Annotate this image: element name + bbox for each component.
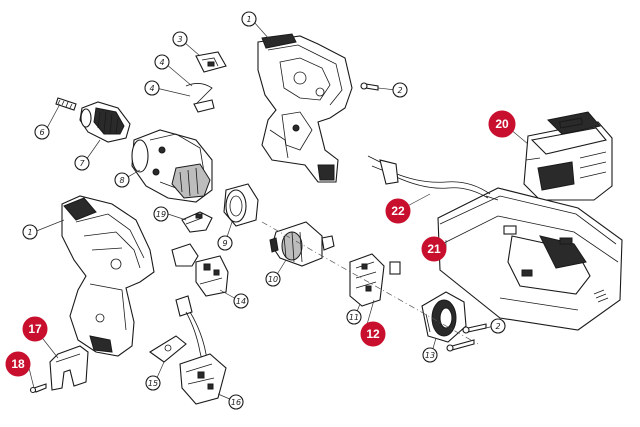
- callout-label: 13: [425, 351, 435, 360]
- callout-11: 11: [346, 309, 362, 325]
- belt-clip: [49, 345, 89, 391]
- callout-label: 1: [246, 15, 251, 24]
- housing-half-left: [61, 195, 155, 357]
- assembly-axis: [261, 221, 479, 345]
- callout-4: 4: [154, 54, 170, 70]
- screw-top: [360, 82, 379, 91]
- callout-7: 7: [74, 155, 90, 171]
- callout-3: 3: [172, 31, 188, 47]
- badge-label: 20: [495, 117, 509, 131]
- callout-1-top: 1: [241, 11, 257, 27]
- callout-label: 8: [119, 176, 124, 185]
- badge-label: 22: [391, 204, 405, 218]
- callout-circle: [392, 82, 408, 98]
- callout-circle: [217, 235, 233, 251]
- callout-circle: [154, 54, 170, 70]
- badge-circle: [488, 110, 516, 138]
- callout-9: 9: [217, 235, 233, 251]
- callout-label: 4: [149, 84, 154, 93]
- callout-circle: [22, 224, 38, 240]
- callout-2-top: 2: [392, 82, 408, 98]
- clip-screw: [29, 383, 47, 394]
- keyless-chuck: [79, 101, 131, 143]
- gearbox: [131, 129, 213, 203]
- callout-label: 14: [236, 297, 246, 306]
- callout-13: 13: [422, 347, 438, 363]
- badge-label: 21: [427, 242, 441, 256]
- callout-label: 1: [27, 228, 32, 237]
- gear-ring: [223, 183, 259, 227]
- bracket: [181, 211, 213, 233]
- callout-label: 4: [159, 58, 164, 67]
- badge-18: 18: [5, 351, 31, 377]
- callout-circle: [241, 11, 257, 27]
- badge-label: 12: [366, 327, 380, 341]
- charger-base: [437, 187, 623, 331]
- badge-circle: [360, 321, 386, 347]
- callout-circle: [265, 271, 281, 287]
- callout-2-lower: 2: [490, 318, 506, 334]
- callout-circle: [422, 347, 438, 363]
- callout-circle: [144, 80, 160, 96]
- led-assembly: [149, 295, 227, 405]
- callout-circle: [114, 172, 130, 188]
- callout-label: 6: [39, 128, 44, 137]
- callout-circle: [346, 309, 362, 325]
- badge-22: 22: [385, 198, 411, 224]
- callout-circle: [34, 124, 50, 140]
- badge-circle: [5, 351, 31, 377]
- badge-circle: [385, 198, 411, 224]
- power-cord: [367, 155, 499, 201]
- chuck-screw: [55, 97, 77, 111]
- callout-15: 15: [145, 375, 161, 391]
- screws-lower: [446, 323, 487, 352]
- callout-6: 6: [34, 124, 50, 140]
- trigger-switch: [171, 243, 229, 297]
- battery-pack: [523, 111, 613, 201]
- callout-circle: [172, 31, 188, 47]
- motor: [269, 221, 335, 267]
- badge-21: 21: [421, 236, 447, 262]
- control-board: [349, 253, 401, 307]
- callout-circle: [490, 318, 506, 334]
- callout-circle: [145, 375, 161, 391]
- callout-label: 7: [79, 159, 85, 168]
- callout-label: 16: [231, 398, 241, 407]
- callout-label: 15: [148, 379, 158, 388]
- callout-label: 3: [177, 35, 182, 44]
- callout-circle: [233, 293, 249, 309]
- badge-20: 20: [488, 110, 516, 138]
- callout-circle: [74, 155, 90, 171]
- badge-17: 17: [22, 316, 48, 342]
- badge-circle: [421, 236, 447, 262]
- callout-label: 2: [397, 86, 402, 95]
- callout-label: 2: [495, 322, 500, 331]
- housing-half-right: [257, 33, 353, 183]
- callout-19: 19: [153, 206, 169, 222]
- callout-circle: [228, 394, 244, 410]
- callout-8: 8: [114, 172, 130, 188]
- switch-cover: [195, 51, 227, 73]
- end-cap: [421, 291, 467, 343]
- badge-circle: [22, 316, 48, 342]
- callout-16: 16: [228, 394, 244, 410]
- callout-14: 14: [233, 293, 249, 309]
- callout-10: 10: [265, 271, 281, 287]
- badge-12: 12: [360, 321, 386, 347]
- badge-label: 17: [28, 322, 42, 336]
- spring-clip: [185, 83, 215, 113]
- badge-label: 18: [11, 357, 25, 371]
- callout-label: 11: [349, 313, 359, 322]
- callout-label: 9: [222, 239, 227, 248]
- callout-label: 19: [156, 210, 166, 219]
- callout-circle: [153, 206, 169, 222]
- callout-1-left: 1: [22, 224, 38, 240]
- callout-label: 10: [268, 275, 278, 284]
- callout-4b: 4: [144, 80, 160, 96]
